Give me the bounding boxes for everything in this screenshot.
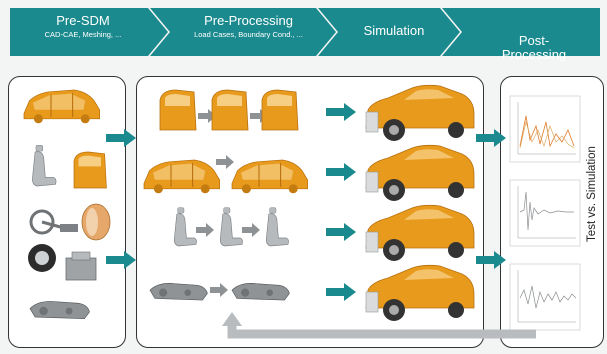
test-vs-sim-plot-icon bbox=[509, 179, 581, 247]
crash-car-icon bbox=[365, 264, 475, 322]
stage-subtitle: CAD-CAE, Meshing, ... bbox=[44, 30, 122, 40]
right-arrow-icon bbox=[326, 283, 356, 301]
stage-banner bbox=[10, 8, 600, 56]
door-icon bbox=[211, 89, 249, 131]
stage-pre-processing: Pre-Processing Load Cases, Boundary Cond… bbox=[176, 13, 321, 40]
stage-pre-sdm: Pre-SDM CAD-CAE, Meshing, ... bbox=[18, 13, 148, 40]
stage-title: Simulation bbox=[363, 23, 425, 38]
door-icon bbox=[261, 89, 299, 131]
seat-icon bbox=[265, 207, 289, 247]
crash-car-icon bbox=[365, 204, 475, 262]
right-arrow-icon bbox=[106, 129, 136, 147]
engine-icon bbox=[65, 251, 97, 281]
stage-simulation: Simulation bbox=[345, 23, 443, 38]
stage-title: Pre-Processing bbox=[204, 13, 293, 28]
crash-car-icon bbox=[365, 84, 475, 142]
right-arrow-icon bbox=[476, 251, 506, 269]
seat-icon bbox=[219, 207, 243, 247]
body-in-white-icon bbox=[231, 159, 309, 194]
seat-icon bbox=[32, 144, 57, 187]
dashboard-icon bbox=[231, 282, 290, 301]
stage-chevron-pre-processing bbox=[150, 8, 336, 56]
right-arrow-icon bbox=[476, 129, 506, 147]
body-in-white-icon bbox=[143, 159, 221, 194]
seat-icon bbox=[173, 207, 197, 247]
tire-icon bbox=[28, 244, 56, 272]
steering-wheel-icon bbox=[29, 209, 78, 235]
body-in-white-icon bbox=[23, 89, 101, 124]
stage-subtitle: Load Cases, Boundary Cond., ... bbox=[194, 30, 303, 40]
dashboard-icon bbox=[29, 300, 90, 320]
dashboard-icon bbox=[149, 282, 208, 301]
right-arrow-icon bbox=[106, 251, 136, 269]
stage-post-processing: Post- Processing bbox=[470, 16, 598, 80]
airbag-icon bbox=[81, 203, 111, 241]
test-vs-simulation-label: Test vs. Simulation bbox=[586, 146, 598, 242]
test-vs-sim-plot-icon bbox=[509, 263, 581, 331]
gray-arrow-icon bbox=[196, 223, 214, 237]
door-icon bbox=[73, 151, 107, 189]
stage-chevron-post-processing bbox=[442, 8, 600, 56]
stage-chevron-pre-sdm bbox=[10, 8, 168, 56]
crash-car-icon bbox=[365, 144, 475, 202]
gray-arrow-icon bbox=[242, 223, 260, 237]
feedback-arrow-icon bbox=[222, 312, 536, 339]
gray-arrow-icon bbox=[216, 155, 234, 169]
gray-arrow-icon bbox=[210, 283, 228, 297]
stage-title: Post- Processing bbox=[501, 32, 567, 62]
right-arrow-icon bbox=[326, 103, 356, 121]
right-arrow-icon bbox=[326, 223, 356, 241]
right-arrow-icon bbox=[326, 163, 356, 181]
stage-chevron-simulation bbox=[318, 8, 460, 56]
door-icon bbox=[159, 89, 197, 131]
test-vs-sim-plot-icon bbox=[509, 95, 581, 163]
stage-title: Pre-SDM bbox=[56, 13, 110, 28]
